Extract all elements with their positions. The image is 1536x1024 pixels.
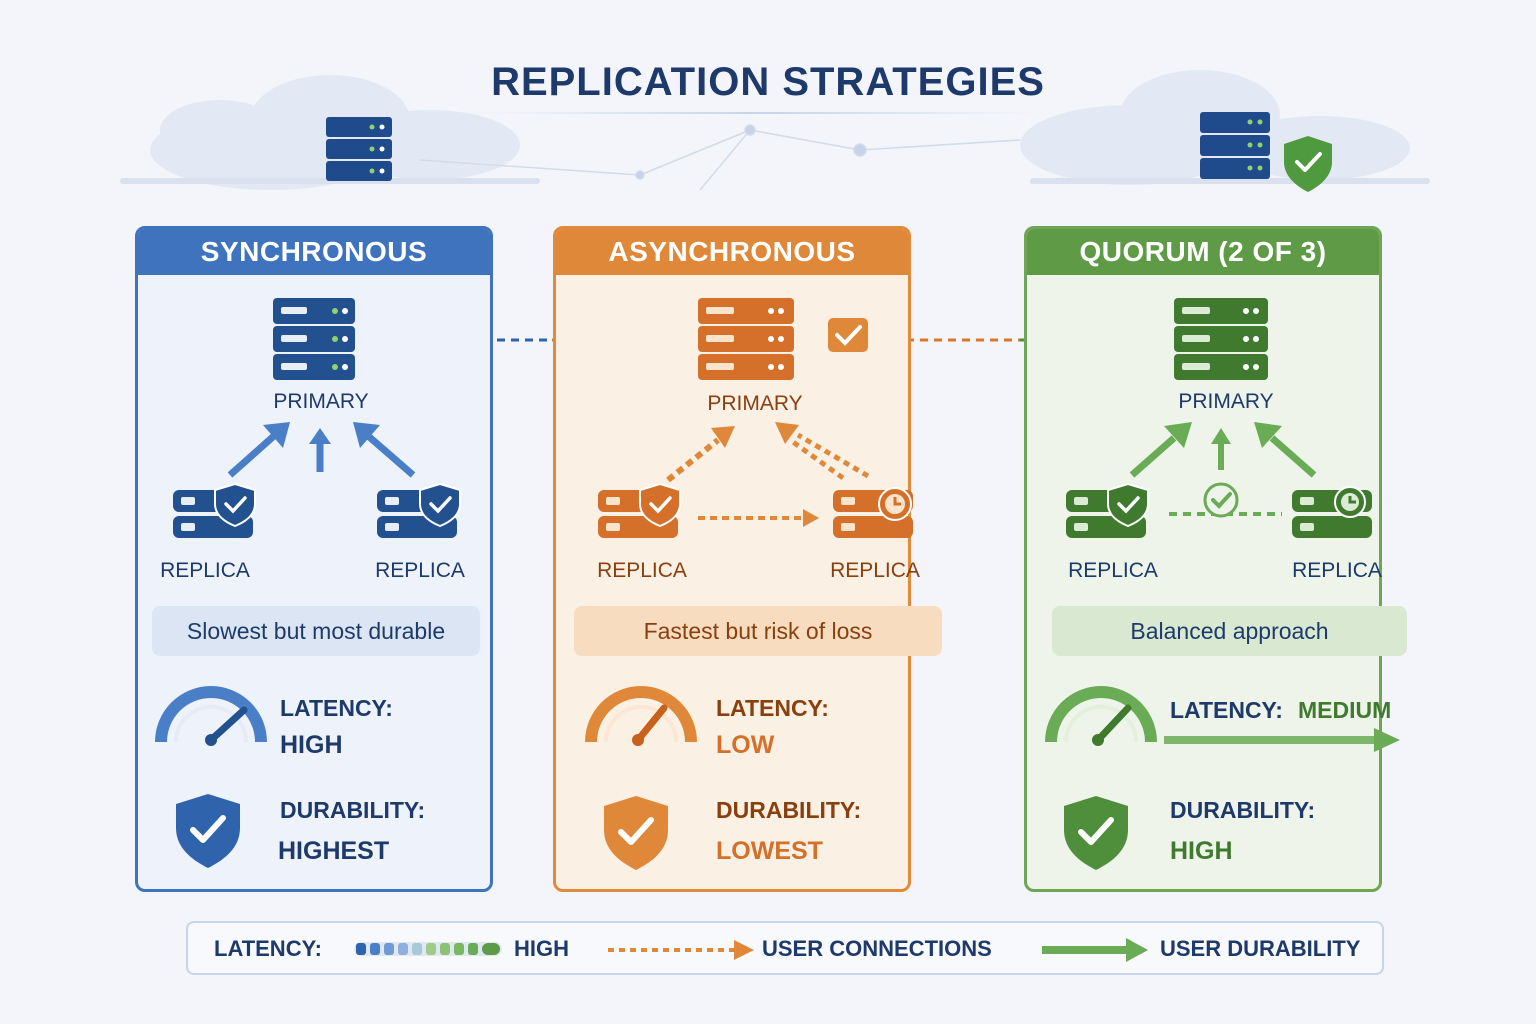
- latency-value: LOW: [716, 731, 775, 759]
- database-icon: [377, 482, 461, 538]
- shield-check-icon: [176, 794, 240, 868]
- latency-label: LATENCY:: [716, 695, 829, 721]
- primary-label: PRIMARY: [707, 392, 803, 415]
- legend-latency-label: LATENCY:: [214, 936, 322, 961]
- legend-connections: USER CONNECTIONS: [762, 936, 992, 961]
- arrow-icon: [666, 422, 870, 527]
- replica-label-left: REPLICA: [1068, 559, 1158, 582]
- database-icon: [1066, 482, 1149, 538]
- check-icon: [1203, 482, 1239, 518]
- solid-arrow-icon: [1042, 938, 1148, 962]
- arrow-icon: [1164, 728, 1400, 752]
- legend-latency-value: HIGH: [514, 936, 569, 961]
- strategy-note: Balanced approach: [1052, 606, 1407, 656]
- primary-label: PRIMARY: [273, 390, 369, 413]
- panel-synchronous: SYNCHRONOUS: [135, 226, 493, 892]
- server-stack-icon: [1174, 298, 1268, 380]
- panel-quorum: QUORUM (2 OF 3): [1024, 226, 1382, 892]
- strategy-note: Fastest but risk of loss: [574, 606, 942, 656]
- durability-label: DURABILITY:: [280, 797, 426, 823]
- durability-value: HIGHEST: [278, 837, 390, 865]
- check-icon: [828, 318, 868, 352]
- database-icon: [173, 482, 256, 538]
- gauge-icon: [585, 686, 697, 746]
- shield-check-icon: [1284, 136, 1332, 192]
- durability-value: HIGH: [1170, 837, 1233, 865]
- clock-icon: [878, 487, 912, 521]
- replica-label-left: REPLICA: [160, 559, 250, 582]
- header-scenery: [120, 70, 1430, 192]
- latency-label: LATENCY:: [1170, 697, 1283, 723]
- replica-label-left: REPLICA: [597, 559, 687, 582]
- replica-label-right: REPLICA: [830, 559, 920, 582]
- legend-durability: USER DURABILITY: [1160, 936, 1361, 961]
- primary-label: PRIMARY: [1178, 390, 1274, 413]
- panel-title: ASYNCHRONOUS: [556, 229, 908, 275]
- arrow-icon: [227, 422, 416, 478]
- panel-title: SYNCHRONOUS: [138, 229, 490, 275]
- latency-value: MEDIUM: [1298, 697, 1392, 723]
- shield-check-icon: [1064, 796, 1128, 870]
- server-stack-icon: [326, 117, 392, 181]
- latency-value: HIGH: [280, 731, 343, 759]
- replica-label-right: REPLICA: [1292, 559, 1382, 582]
- latency-label: LATENCY:: [280, 695, 393, 721]
- durability-value: LOWEST: [716, 837, 823, 865]
- server-stack-icon: [1200, 112, 1270, 179]
- async-diagram: [598, 298, 913, 538]
- server-stack-icon: [698, 298, 794, 380]
- strategy-note: Slowest but most durable: [152, 606, 480, 656]
- server-stack-icon: [273, 298, 355, 380]
- page-title: REPLICATION STRATEGIES: [491, 60, 1045, 104]
- durability-label: DURABILITY:: [716, 797, 862, 823]
- legend: LATENCY: HIGH USER CONNECTIONS USER DURA…: [186, 921, 1384, 975]
- durability-label: DURABILITY:: [1170, 797, 1316, 823]
- title-divider: [480, 112, 1040, 114]
- database-icon: [598, 482, 681, 538]
- latency-scale-icon: [354, 942, 502, 956]
- replica-label-right: REPLICA: [375, 559, 465, 582]
- clock-icon: [1334, 486, 1366, 518]
- quorum-diagram: [1066, 298, 1372, 538]
- panel-title: QUORUM (2 OF 3): [1027, 229, 1379, 275]
- sync-diagram: [173, 298, 461, 538]
- gauge-icon: [155, 686, 267, 746]
- dashed-arrow-icon: [608, 940, 754, 960]
- shield-check-icon: [604, 796, 668, 870]
- gauge-icon: [1045, 686, 1157, 746]
